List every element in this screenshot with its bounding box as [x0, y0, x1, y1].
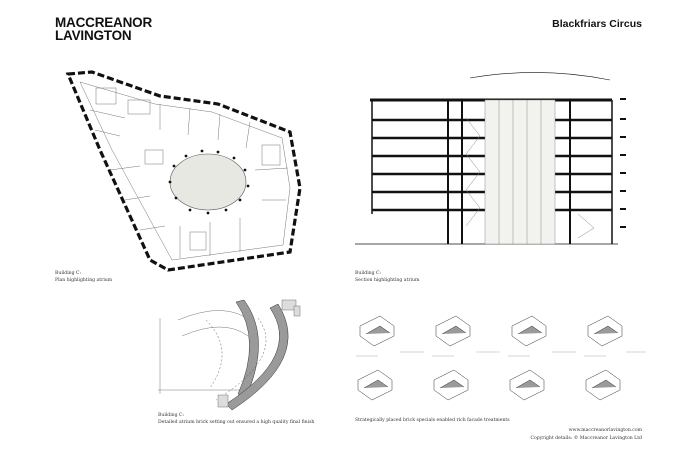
caption-detail: Building C: Detailed atrium brick settin…: [158, 413, 314, 426]
caption-detail-subtitle: Detailed atrium brick setting out ensure…: [158, 419, 315, 425]
brick-special-row-2: [357, 369, 621, 401]
section-roof-curve: [469, 72, 611, 81]
footer-website: www.maccreanorlavington.com: [568, 428, 642, 433]
caption-plan-subtitle: Plan highlighting atrium: [55, 277, 113, 283]
caption-plan-title: Building C:: [55, 271, 82, 276]
caption-plan: Building C: Plan highlighting atrium: [55, 271, 112, 284]
company-logo: MACCREANOR LAVINGTON: [55, 15, 152, 43]
detail-brick-curve-2: [225, 303, 289, 411]
footer-copyright: Copyright details: © Maccreanor Lavingto…: [530, 436, 642, 441]
level-markers: [620, 98, 626, 228]
plan-atrium: [169, 153, 247, 211]
caption-section: Building C: Section highlighting atrium: [355, 271, 419, 284]
caption-section-title: Building C:: [355, 271, 382, 276]
detail-brick-curve-1: [235, 299, 259, 398]
caption-brick-specials: Strategically placed brick specials enab…: [355, 418, 510, 425]
logo-line-1: MACCREANOR: [55, 15, 152, 30]
section-atrium: [484, 99, 556, 245]
atrium-columns: [168, 149, 250, 215]
logo-line-2: LAVINGTON: [55, 28, 132, 43]
brick-special-row-1: [359, 315, 623, 347]
project-title: Blackfriars Circus: [552, 18, 642, 30]
plan-outline: [65, 70, 302, 272]
caption-section-subtitle: Section highlighting atrium: [355, 277, 420, 283]
caption-brick-specials-text: Strategically placed brick specials enab…: [355, 418, 510, 423]
caption-detail-title: Building C:: [158, 413, 185, 418]
